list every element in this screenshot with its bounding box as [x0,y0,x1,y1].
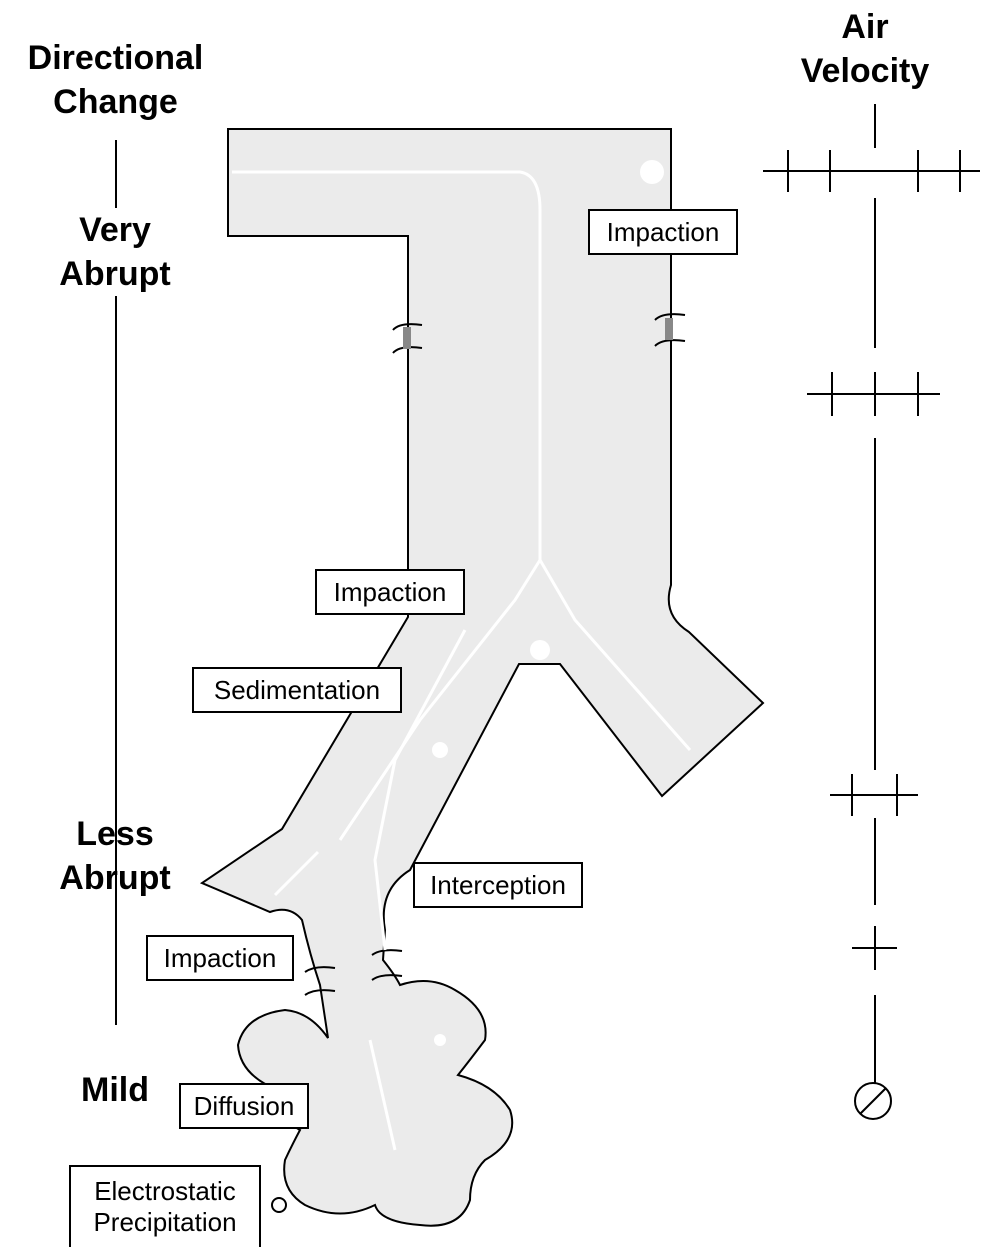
heading-directional-change-line2: Change [8,80,223,124]
label-impaction-lower-text: Impaction [164,943,277,974]
heading-air-velocity-line2: Velocity [780,49,950,93]
label-impaction-bifurcation: Impaction [315,569,465,615]
label-diffusion: Diffusion [179,1083,309,1129]
heading-directional-change: Directional Change [8,36,223,124]
heading-mild-text: Mild [55,1068,175,1112]
label-electrostatic-precipitation: Electrostatic Precipitation [69,1165,261,1247]
heading-very-abrupt-line2: Abrupt [40,252,190,296]
heading-air-velocity: Air Velocity [780,5,950,93]
velocity-marker-4 [763,150,980,192]
heading-less-abrupt-line2: Abrupt [40,856,190,900]
label-diffusion-text: Diffusion [194,1091,295,1122]
heading-air-velocity-line1: Air [780,5,950,49]
air-velocity-scale [763,104,980,1119]
velocity-marker-2 [830,774,918,816]
heading-very-abrupt: Very Abrupt [40,208,190,296]
heading-directional-change-line1: Directional [8,36,223,80]
label-sedimentation: Sedimentation [192,667,402,713]
velocity-marker-3 [807,372,940,416]
velocity-marker-0 [855,1083,891,1119]
label-interception: Interception [413,862,583,908]
label-interception-text: Interception [430,870,566,901]
label-electrostatic-line2: Precipitation [93,1207,236,1238]
label-impaction-lower: Impaction [146,935,294,981]
label-impaction-upper: Impaction [588,209,738,255]
label-impaction-bifurcation-text: Impaction [334,577,447,608]
label-sedimentation-text: Sedimentation [214,675,380,706]
particle-circle [272,1198,286,1212]
label-electrostatic-line1: Electrostatic [94,1176,236,1207]
velocity-marker-1 [852,926,897,970]
heading-less-abrupt-line1: Less [40,812,190,856]
heading-mild: Mild [55,1068,175,1112]
label-impaction-upper-text: Impaction [607,217,720,248]
heading-less-abrupt: Less Abrupt [40,812,190,900]
heading-very-abrupt-line1: Very [40,208,190,252]
